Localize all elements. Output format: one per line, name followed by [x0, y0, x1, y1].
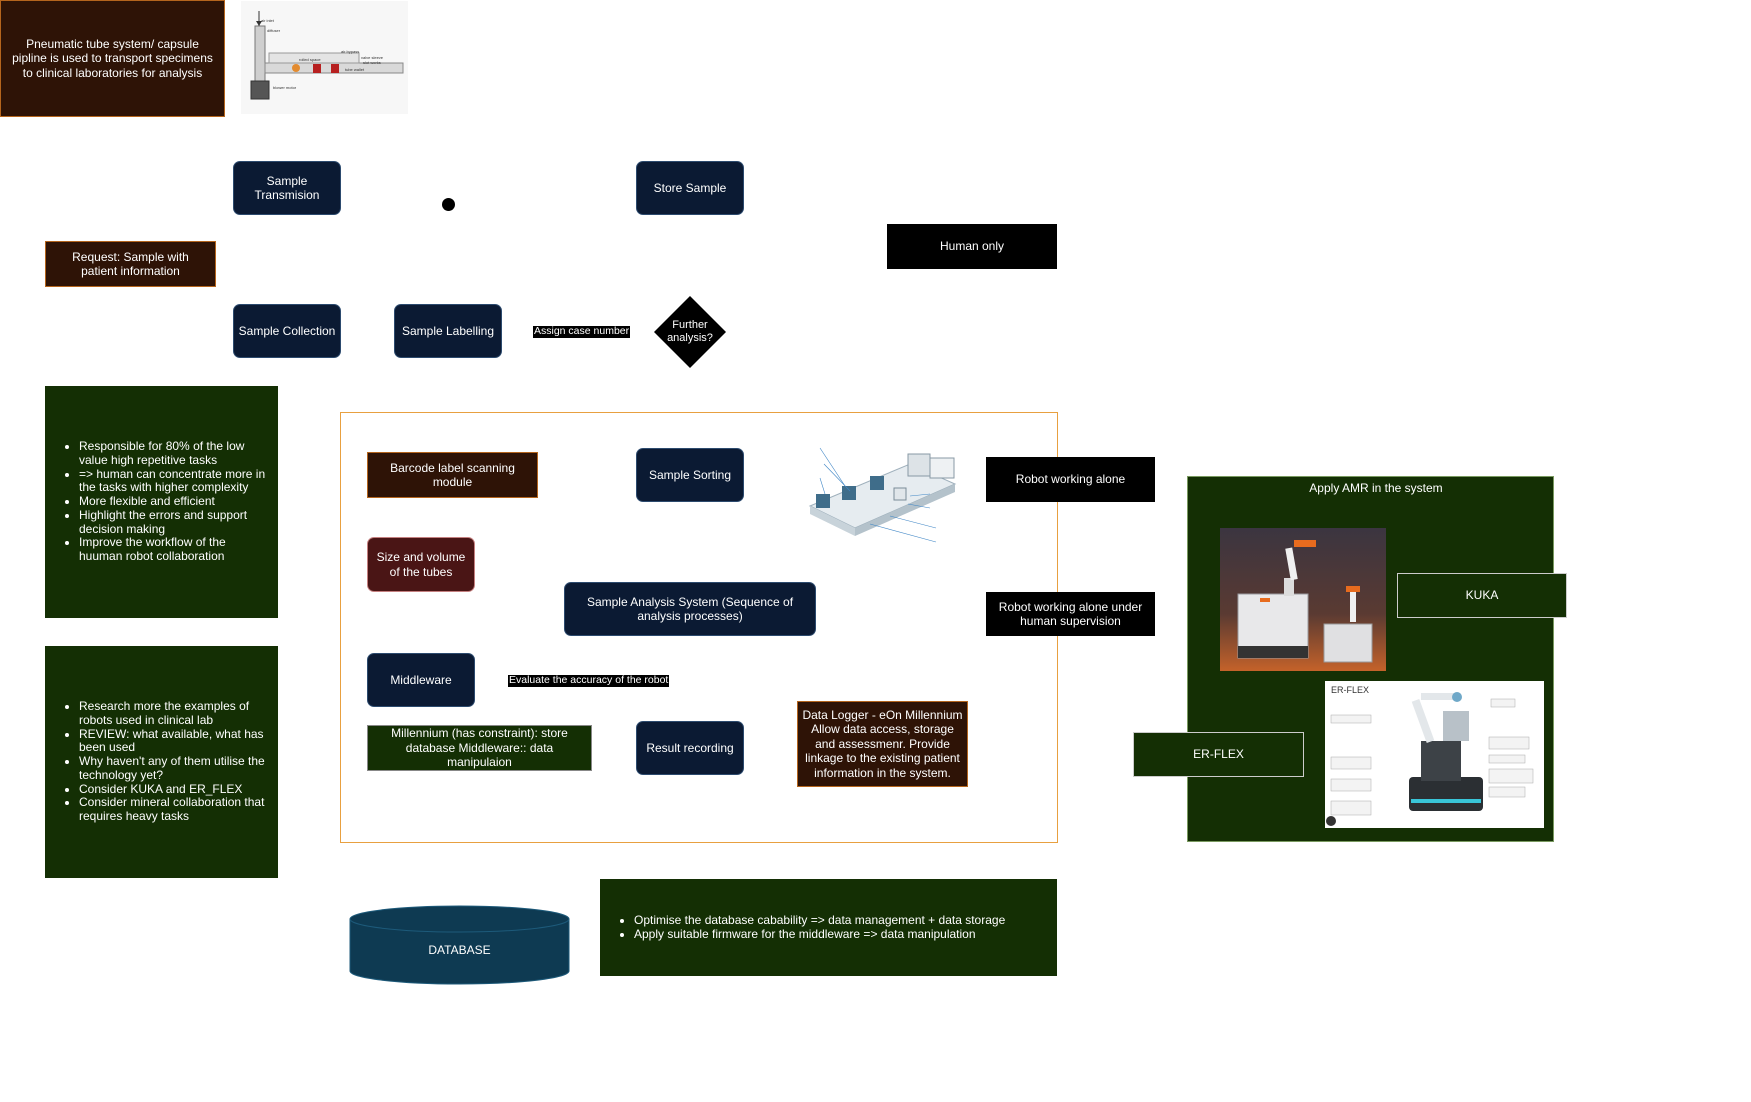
evaluate-accuracy-label: Evaluate the accuracy of the robot [508, 674, 670, 687]
research-item: Consider KUKA and ER_FLEX [79, 782, 272, 797]
database-actions-note: Optimise the database cabability => data… [600, 879, 1057, 976]
robot-supervision-label: Robot working alone under human supervis… [998, 599, 1143, 628]
middleware-label: Middleware [390, 672, 452, 687]
assign-case-label: Assign case number [533, 325, 631, 338]
request-label: Request: Sample with patient information [72, 249, 189, 278]
database-actions-item: Apply suitable firmware for the middlewa… [634, 927, 1005, 942]
benefits-item: Highlight the errors and support decisio… [79, 508, 272, 537]
research-item: Research more the examples of robots use… [79, 699, 272, 728]
sample-transmission-node[interactable]: Sample Transmision [233, 161, 341, 215]
kuka-label: KUKA [1465, 588, 1499, 603]
amr-panel-title: Apply AMR in the system [1309, 481, 1443, 495]
pneumatic-tube-note: Pneumatic tube system/ capsule pipline i… [0, 0, 225, 117]
pneumatic-label-6: rolled space [299, 57, 321, 62]
sample-sorting-node[interactable]: Sample Sorting [636, 448, 744, 502]
sample-collection-node[interactable]: Sample Collection [233, 304, 341, 358]
er-flex-robot-image: ER-FLEX [1325, 681, 1544, 828]
research-item: Consider mineral collaboration that requ… [79, 796, 272, 824]
research-item: Why haven't any of them utilise the tech… [79, 754, 272, 783]
robot-working-alone-node[interactable]: Robot working alone [986, 457, 1155, 502]
barcode-scanning-node[interactable]: Barcode label scanning module [367, 452, 538, 498]
kuka-robot-image [1220, 528, 1386, 671]
barcode-scanning-label: Barcode label scanning module [390, 460, 515, 489]
robot-working-alone-label: Robot working alone [1015, 472, 1126, 487]
sample-labelling-node[interactable]: Sample Labelling [394, 304, 502, 358]
er-flex-node[interactable]: ER-FLEX [1133, 732, 1304, 777]
benefits-item: Improve the workflow of the huuman robot… [79, 536, 272, 564]
sample-analysis-system-label: Sample Analysis System (Sequence of anal… [586, 594, 794, 623]
further-analysis-label: Further analysis? [667, 318, 713, 344]
pneumatic-label-2: air bypass [341, 49, 359, 54]
human-only-label: Human only [939, 239, 1005, 254]
sample-transmission-label: Sample Transmision [254, 173, 320, 202]
millennium-node[interactable]: Millennium (has constraint): store datab… [367, 725, 592, 771]
benefits-list: Responsible for 80% of the low value hig… [45, 439, 278, 564]
sample-collection-label: Sample Collection [238, 323, 336, 338]
pneumatic-label-7: blower motor [273, 85, 297, 90]
pneumatic-label-4: slot works [363, 60, 381, 65]
store-sample-node[interactable]: Store Sample [636, 161, 744, 215]
database-actions-item: Optimise the database cabability => data… [634, 913, 1005, 928]
pneumatic-label-5: tube wallet [345, 67, 365, 72]
research-item: REVIEW: what available, what has been us… [79, 727, 272, 756]
size-volume-label: Size and volume of the tubes [376, 550, 466, 579]
er-flex-label: ER-FLEX [1193, 747, 1244, 762]
database-cylinder[interactable]: DATABASE [349, 905, 570, 985]
pneumatic-label-0: air inlet [261, 18, 275, 23]
lab-automation-image [790, 436, 970, 554]
database-label: DATABASE [428, 943, 491, 957]
store-sample-label: Store Sample [653, 180, 727, 195]
result-recording-label: Result recording [646, 740, 734, 755]
sample-labelling-label: Sample Labelling [401, 323, 495, 338]
er-flex-image-title: ER-FLEX [1331, 685, 1370, 695]
sample-sorting-label: Sample Sorting [648, 467, 732, 482]
benefits-item: More flexible and efficient [79, 494, 272, 509]
research-list: Research more the examples of robots use… [45, 699, 278, 824]
robot-supervision-node[interactable]: Robot working alone under human supervis… [986, 592, 1155, 636]
pneumatic-system-image: air inlet diffuser air bypass valve slee… [241, 1, 408, 114]
further-analysis-decision[interactable]: Further analysis? [654, 296, 726, 368]
data-logger-node[interactable]: Data Logger - eOn Millennium Allow data … [797, 701, 968, 787]
result-recording-node[interactable]: Result recording [636, 721, 744, 775]
request-node[interactable]: Request: Sample with patient information [45, 241, 216, 287]
start-dot [442, 198, 455, 211]
sample-analysis-system-node[interactable]: Sample Analysis System (Sequence of anal… [564, 582, 816, 636]
middleware-node[interactable]: Middleware [367, 653, 475, 707]
kuka-node[interactable]: KUKA [1397, 573, 1567, 618]
millennium-label: Millennium (has constraint): store datab… [391, 726, 568, 770]
benefits-note: Responsible for 80% of the low value hig… [45, 386, 278, 618]
database-actions-list: Optimise the database cabability => data… [600, 913, 1011, 942]
pneumatic-tube-note-text: Pneumatic tube system/ capsule pipline i… [12, 36, 213, 80]
pneumatic-label-1: diffuser [267, 28, 281, 33]
data-logger-label: Data Logger - eOn Millennium Allow data … [802, 708, 963, 780]
benefits-item: => human can concentrate more in the tas… [79, 467, 272, 496]
size-volume-node[interactable]: Size and volume of the tubes [367, 537, 475, 592]
pneumatic-label-3: valve sleeve [361, 55, 384, 60]
human-only-node[interactable]: Human only [887, 224, 1057, 269]
research-note: Research more the examples of robots use… [45, 646, 278, 878]
benefits-item: Responsible for 80% of the low value hig… [79, 439, 272, 468]
